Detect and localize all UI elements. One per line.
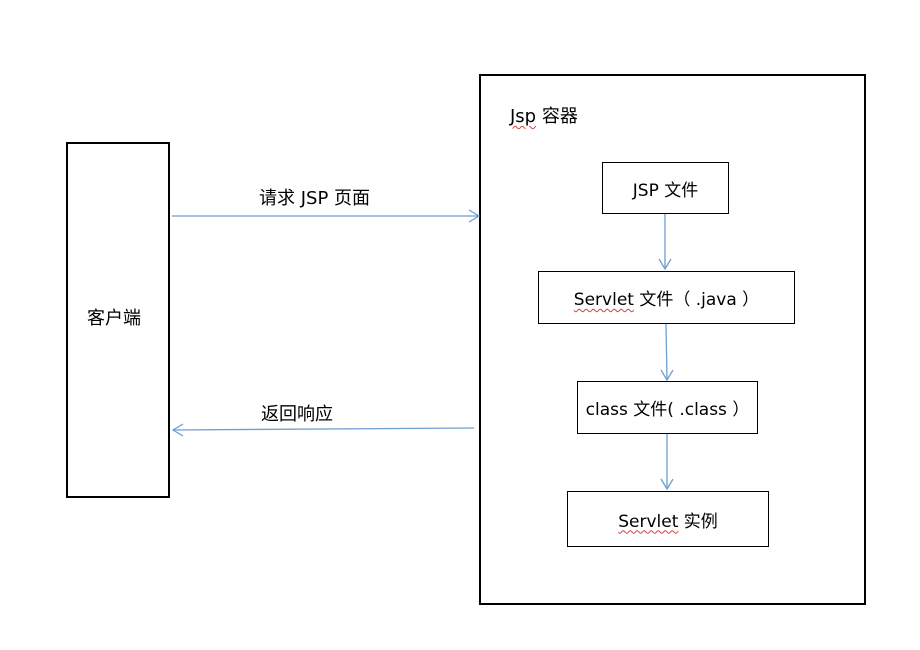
request-label: 请求 JSP 页面 [259, 188, 371, 209]
servlet-file-rest: 文件（ .java ） [633, 290, 760, 310]
container-title-jsp: Jsp [510, 106, 537, 127]
jsp-file-label: JSP 文件 [632, 180, 699, 201]
container-title-rest: 容器 [536, 106, 578, 127]
servlet-file-word: Servlet [573, 290, 634, 310]
servlet-instance-rest: 实例 [678, 511, 718, 532]
response-arrow [172, 427, 475, 431]
jsp-file-node: JSP 文件 [602, 162, 729, 214]
response-arrowhead [171, 423, 184, 437]
client-label: 客户端 [87, 308, 141, 329]
container-title: Jsp 容器 [510, 102, 578, 128]
request-arrowhead [468, 209, 481, 223]
servlet-instance-word: Servlet [618, 511, 679, 532]
servlet-instance-label: Servlet 实例 [618, 507, 718, 532]
servlet-file-node: Servlet 文件（ .java ） [538, 271, 795, 324]
response-label: 返回响应 [261, 404, 333, 425]
servlet-instance-node: Servlet 实例 [567, 491, 769, 547]
servlet-file-label: Servlet 文件（ .java ） [574, 285, 759, 310]
class-file-label: class 文件( .class ） [585, 400, 750, 420]
client-box: 客户端 [66, 142, 170, 498]
class-file-node: class 文件( .class ） [577, 381, 758, 434]
